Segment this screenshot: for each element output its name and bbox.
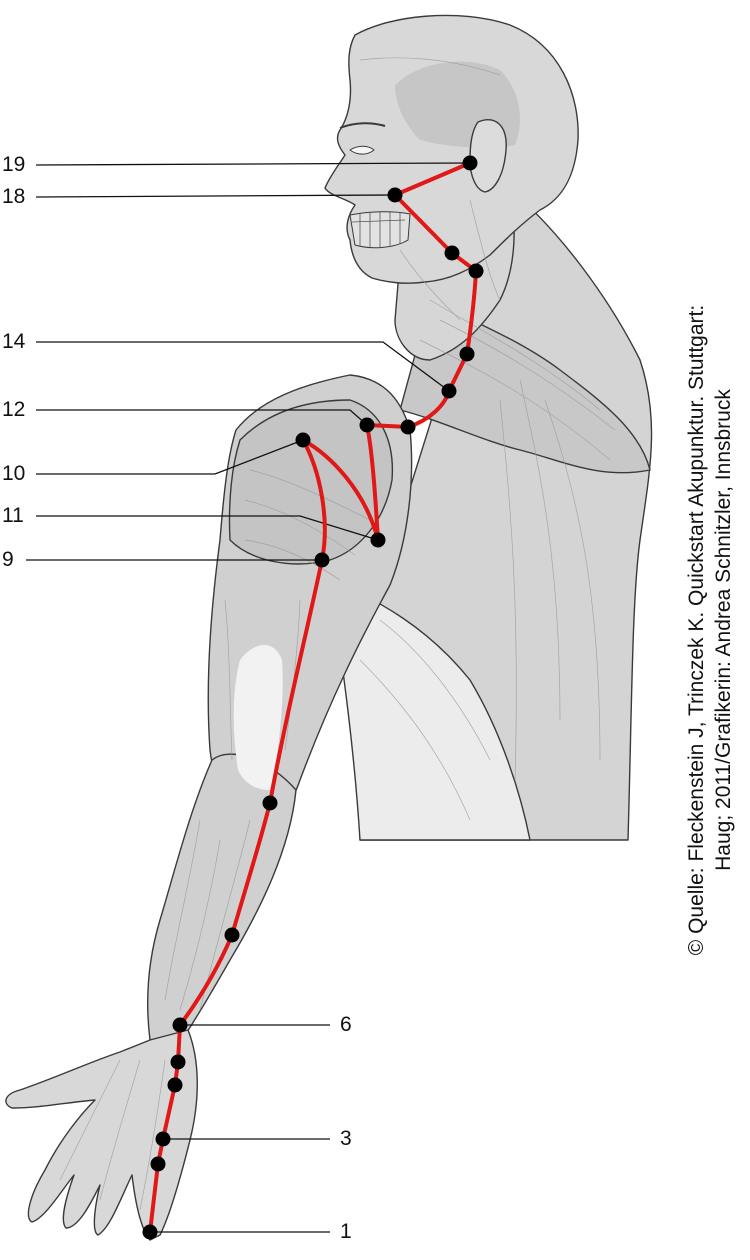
label-6: 6	[340, 1013, 352, 1036]
label-18: 18	[2, 185, 26, 208]
label-14: 14	[2, 330, 26, 353]
point-7	[224, 927, 240, 943]
point-5	[170, 1054, 186, 1070]
muscle-fibres	[59, 57, 616, 1211]
label-11: 11	[2, 504, 24, 527]
point-3	[155, 1131, 171, 1147]
leader-11	[36, 515, 379, 541]
teeth	[351, 212, 406, 248]
ear	[469, 119, 507, 193]
image-credit: © Quelle: Fleckenstein J, Trinczek K. Qu…	[683, 10, 737, 1250]
point-19	[462, 155, 478, 171]
point-1	[142, 1224, 158, 1240]
point-8	[262, 795, 278, 811]
axilla	[329, 579, 531, 841]
point-6	[172, 1017, 188, 1033]
point-12	[359, 417, 375, 433]
label-9: 9	[2, 548, 14, 571]
meridian-line	[148, 161, 478, 1234]
point-15	[459, 346, 475, 362]
hand	[5, 1029, 198, 1241]
leader-19	[35, 162, 471, 166]
eyebrow	[339, 122, 386, 129]
point-2	[150, 1156, 166, 1172]
acupuncture-points	[142, 155, 484, 1240]
label-3: 3	[340, 1127, 352, 1150]
leader-14	[36, 341, 450, 392]
biceps-highlight	[233, 645, 283, 790]
point-17	[444, 245, 460, 261]
label-19: 19	[2, 153, 26, 176]
point-4	[167, 1077, 183, 1093]
point-16	[468, 263, 484, 279]
body-silhouette	[5, 14, 653, 1241]
point-10	[295, 432, 311, 448]
leader-12	[36, 409, 368, 426]
forearm	[147, 753, 297, 1041]
point-13	[400, 419, 416, 435]
eye	[349, 145, 375, 155]
label-10: 10	[2, 462, 26, 485]
point-14	[441, 383, 457, 399]
leader-18	[35, 194, 396, 198]
credit-line-1: © Quelle: Fleckenstein J, Trinczek K. Qu…	[685, 304, 708, 956]
point-18	[387, 187, 403, 203]
label-1: 1	[340, 1220, 352, 1243]
credit-line-2: Haug; 2011/Grafikerin: Andrea Schnitzler…	[712, 389, 735, 871]
label-12: 12	[2, 398, 26, 421]
leader-10	[36, 439, 304, 475]
point-9	[314, 552, 330, 568]
point-11	[370, 532, 386, 548]
leader-lines	[26, 162, 471, 1233]
